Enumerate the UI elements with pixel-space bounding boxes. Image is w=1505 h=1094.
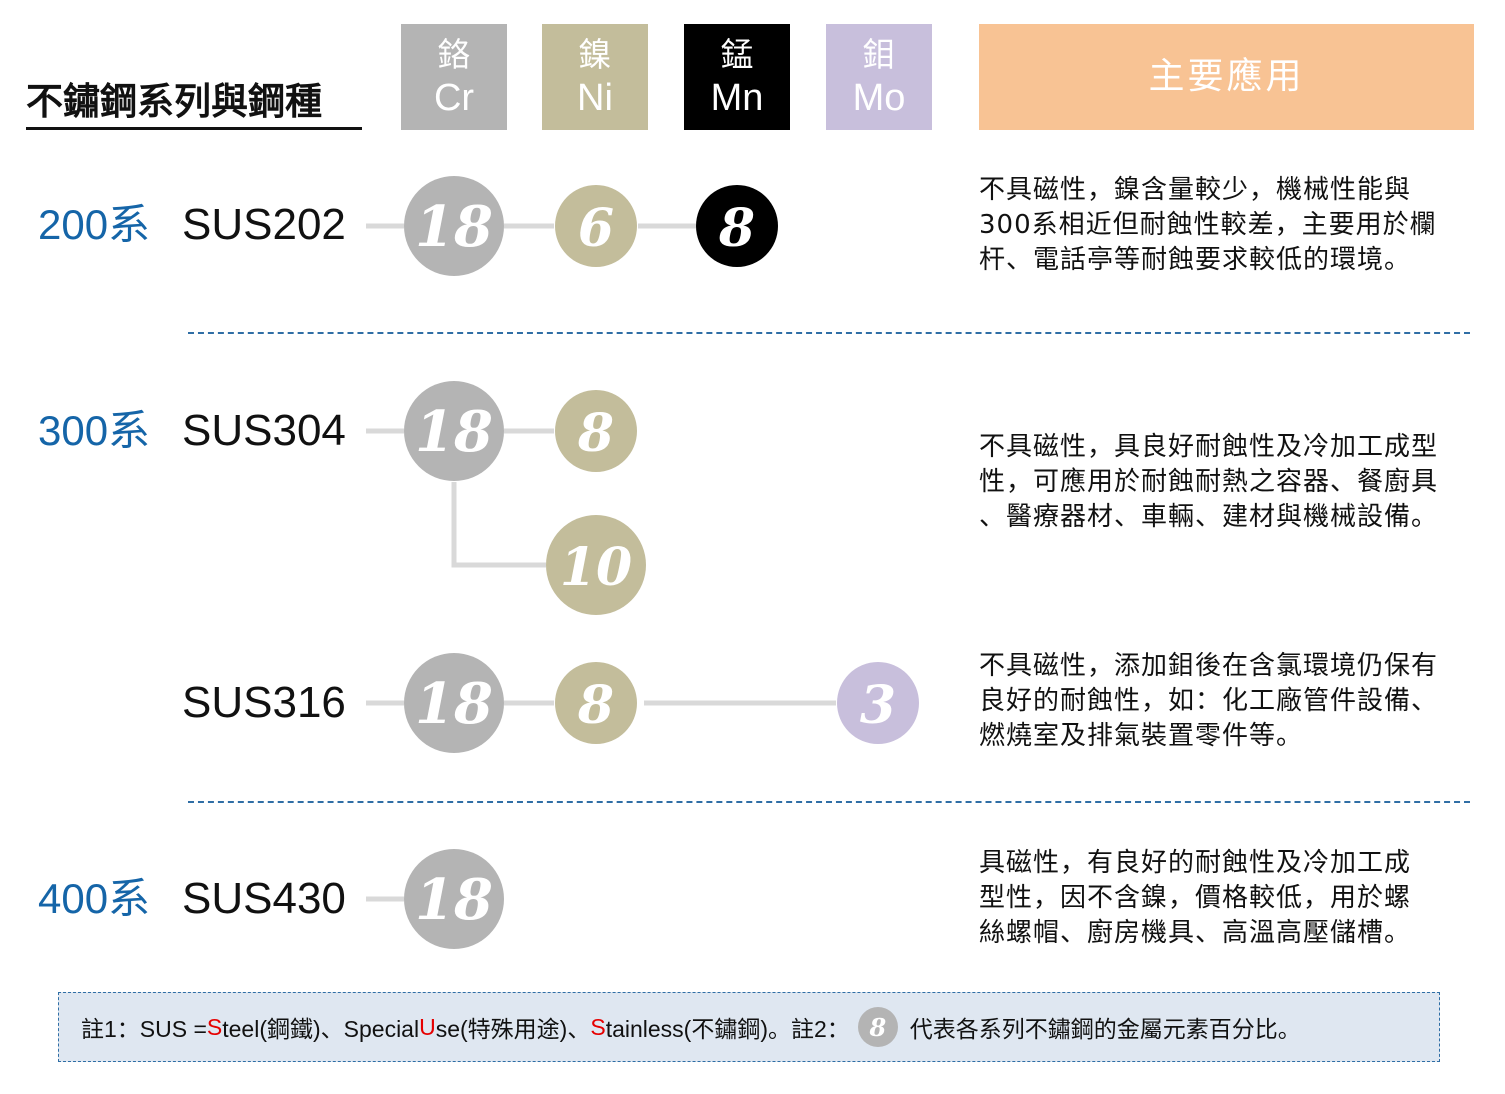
node-circle xyxy=(837,662,919,744)
grade-label-sus304: SUS304 xyxy=(182,406,346,455)
node-circle xyxy=(404,381,504,481)
node-value: 3 xyxy=(860,675,896,736)
element-header-symbol: Mo xyxy=(852,77,906,119)
sus304-cr-node: 18 xyxy=(404,381,504,481)
description-sus202: 不具磁性，鎳含量較少，機械性能與 300系相近但耐蝕性較差，主要用於欄 杆、電話… xyxy=(979,173,1479,278)
sus202-cr-node: 18 xyxy=(404,176,504,276)
element-header-cr: 鉻 Cr xyxy=(401,24,507,130)
sus430-cr-node: 18 xyxy=(404,849,504,949)
node-circle xyxy=(404,849,504,949)
node-circle xyxy=(555,662,637,744)
node-circle xyxy=(546,515,646,615)
node-value: 8 xyxy=(718,198,755,259)
sus316-mo-node: 3 xyxy=(837,662,919,744)
application-header: 主要應用 xyxy=(979,24,1474,130)
node-circle xyxy=(555,390,637,472)
description-sus430: 具磁性，有良好的耐蝕性及冷加工成 型性，因不含鎳，價格較低，用於螺 絲螺帽、廚房… xyxy=(979,846,1479,951)
node-circle xyxy=(404,176,504,276)
description-line: 型性，因不含鎳，價格較低，用於螺 xyxy=(979,883,1412,913)
sus202-mn-node: 8 xyxy=(696,185,778,267)
element-header-cn: 鎳 xyxy=(578,36,612,73)
branch-connector-line xyxy=(451,482,546,568)
page-title: 不鏽鋼系列與鋼種 xyxy=(26,74,362,130)
description-sus304: 不具磁性，具良好耐蝕性及冷加工成型 性，可應用於耐蝕耐熱之容器、餐廚具 、醫療器… xyxy=(979,430,1479,535)
node-circle xyxy=(696,185,778,267)
footnote-text: tainless(不鏽鋼)。註2： xyxy=(605,1016,850,1042)
element-header-ni: 鎳 Ni xyxy=(542,24,648,130)
node-value: 18 xyxy=(415,194,493,260)
footnote-highlight-letter: S xyxy=(206,1013,223,1040)
grade-label-sus430: SUS430 xyxy=(182,874,346,923)
element-header-symbol: Mn xyxy=(710,77,764,119)
grade-label-sus316: SUS316 xyxy=(182,678,346,727)
footnote-highlight-letter: U xyxy=(419,1013,436,1040)
description-sus316: 不具磁性，添加鉬後在含氯環境仍保有 良好的耐蝕性，如：化工廠管件設備、 燃燒室及… xyxy=(979,649,1479,754)
element-header-mn: 錳 Mn xyxy=(684,24,790,130)
node-circle xyxy=(404,653,504,753)
node-value: 8 xyxy=(577,675,614,736)
element-header-symbol: Cr xyxy=(433,77,475,119)
series-label-200: 200系 xyxy=(38,201,151,248)
description-line: 絲螺帽、廚房機具、高溫高壓儲槽。 xyxy=(979,918,1412,948)
series-label-300: 300系 xyxy=(38,407,151,454)
node-value: 18 xyxy=(415,671,493,737)
node-value: 10 xyxy=(560,537,632,598)
sus316-cr-node: 18 xyxy=(404,653,504,753)
footnote-highlight-letter: S xyxy=(590,1013,606,1040)
node-value: 8 xyxy=(577,403,614,464)
element-header-mo: 鉬 Mo xyxy=(826,24,932,130)
description-line: 具磁性，有良好的耐蝕性及冷加工成 xyxy=(979,848,1412,878)
element-header-cn: 鉬 xyxy=(862,36,896,73)
description-line: 300系相近但耐蝕性較差，主要用於欄 xyxy=(979,210,1437,240)
description-line: 不具磁性，具良好耐蝕性及冷加工成型 xyxy=(979,432,1439,462)
grade-label-sus202: SUS202 xyxy=(182,200,346,249)
series-label-400: 400系 xyxy=(38,875,151,922)
node-value: 6 xyxy=(578,198,614,259)
description-line: 燃燒室及排氣裝置零件等。 xyxy=(979,721,1304,751)
description-line: 杆、電話亭等耐蝕要求較低的環境。 xyxy=(979,245,1412,275)
sus304-ni-node: 8 xyxy=(555,390,637,472)
footnote-text: teel(鋼鐵)、Special xyxy=(222,1016,420,1042)
description-line: 、醫療器材、車輛、建材與機械設備。 xyxy=(979,502,1439,532)
section-divider xyxy=(188,332,1470,334)
node-value: 18 xyxy=(415,867,493,933)
sus202-ni-node: 6 xyxy=(555,185,637,267)
footnote-example-badge: 8 xyxy=(857,1007,898,1047)
description-line: 不具磁性，鎳含量較少，機械性能與 xyxy=(979,175,1412,205)
footnote-text: 代表各系列不鏽鋼的金屬元素百分比。 xyxy=(909,1016,1301,1042)
description-line: 性，可應用於耐蝕耐熱之容器、餐廚具 xyxy=(979,467,1439,497)
description-line: 不具磁性，添加鉬後在含氯環境仍保有 xyxy=(979,651,1439,681)
connector-lines xyxy=(366,223,836,902)
element-header-cn: 錳 xyxy=(720,36,754,73)
sus316-ni-node: 8 xyxy=(555,662,637,744)
element-header-symbol: Ni xyxy=(577,77,613,119)
description-line: 良好的耐蝕性，如：化工廠管件設備、 xyxy=(979,686,1439,716)
section-divider xyxy=(188,801,1470,803)
footnote-text: 註1：SUS = xyxy=(81,1016,207,1042)
sus304-ni-branch-node: 10 xyxy=(546,515,646,615)
node-value: 18 xyxy=(415,399,493,465)
element-header-cn: 鉻 xyxy=(437,36,471,73)
footnote-text: se(特殊用途)、 xyxy=(435,1016,591,1042)
node-circle xyxy=(555,185,637,267)
